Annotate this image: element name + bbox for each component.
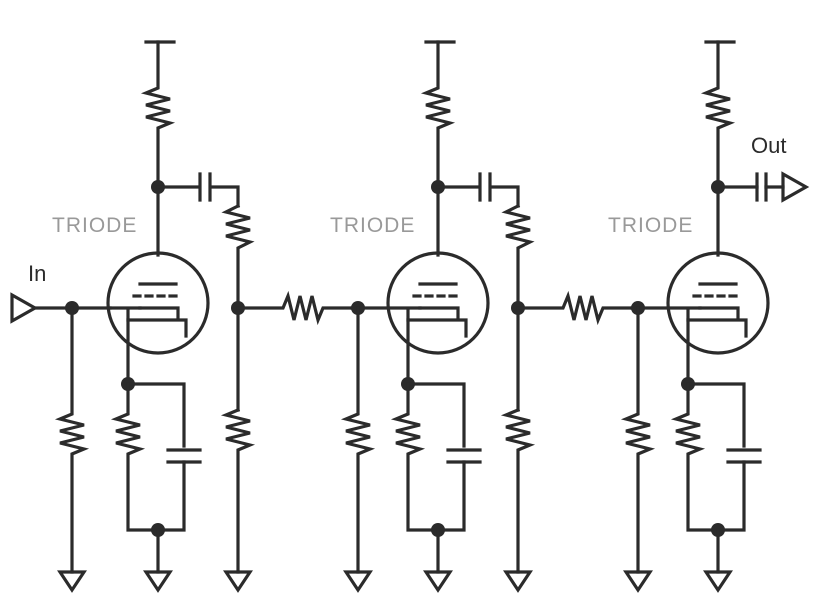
triode-tube — [350, 251, 490, 386]
input-label: In — [28, 261, 46, 286]
grid-leak-resistor — [340, 306, 376, 574]
ground-symbol — [343, 570, 373, 593]
cathode-resistor — [670, 382, 720, 532]
cathode-resistor — [110, 382, 160, 532]
grid-resistor-top — [221, 203, 255, 412]
ground-symbol — [223, 570, 253, 593]
stage-1: TRIODE — [52, 40, 354, 593]
output-label: Out — [751, 133, 786, 158]
bypass-capacitor — [436, 448, 482, 532]
plate-load-resistor — [500, 407, 536, 574]
series-resistor — [236, 290, 354, 326]
ground-symbol — [503, 570, 533, 593]
ground-symbol — [623, 570, 653, 593]
plate-resistor — [140, 40, 176, 257]
stage-3: TRIODE — [608, 40, 770, 593]
cathode-resistor — [390, 382, 440, 532]
plate-node — [711, 180, 725, 194]
plate-load-resistor — [220, 407, 256, 574]
plate-resistor — [420, 40, 456, 257]
ground-symbol — [143, 570, 173, 593]
tube-label: TRIODE — [52, 214, 137, 237]
triode-tube — [106, 251, 210, 386]
grid-resistor-top — [501, 203, 535, 412]
tube-label: TRIODE — [608, 214, 693, 237]
bypass-capacitor — [716, 448, 762, 532]
tube-label: TRIODE — [330, 214, 415, 237]
ground-symbol — [703, 570, 733, 593]
triode-tube — [630, 251, 770, 386]
bypass-capacitor — [156, 448, 202, 532]
output-terminal — [716, 171, 810, 203]
coupling-capacitor — [156, 172, 240, 208]
plate-resistor — [700, 40, 736, 257]
series-resistor — [516, 290, 634, 326]
grid-leak-resistor — [620, 306, 656, 574]
coupling-capacitor — [436, 172, 520, 208]
stage-2: TRIODE — [330, 40, 634, 593]
grid-leak-resistor — [54, 306, 90, 574]
ground-symbol — [57, 570, 87, 593]
ground-symbol — [423, 570, 453, 593]
input-terminal — [10, 292, 112, 324]
